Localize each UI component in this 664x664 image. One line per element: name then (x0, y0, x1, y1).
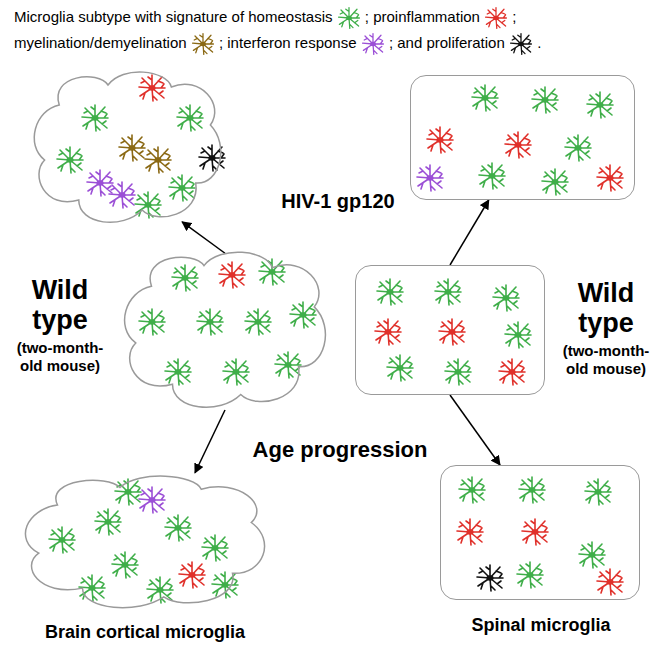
node-caption: Brain cortical microglia (20, 622, 270, 643)
microglia-icon (87, 170, 113, 196)
microglia-icon (522, 519, 548, 545)
microglia-icon (179, 562, 205, 588)
microglia-icon (435, 279, 461, 305)
sentence-end: . (537, 34, 541, 51)
microglia-icon (445, 359, 471, 385)
cloud-outline (30, 65, 225, 225)
microglia-icon (579, 542, 605, 568)
node-caption: Spinal microglia (441, 615, 641, 636)
microglia-icon (542, 169, 568, 195)
microglia-icon (585, 479, 611, 505)
microglia-icon (82, 105, 108, 131)
condition-heading: Spinal microglia (441, 615, 641, 636)
legend-text: ; and proliferation (389, 34, 505, 51)
microglia-icon (109, 182, 135, 208)
microglia-icon (172, 265, 198, 291)
microglia-icon (477, 565, 503, 591)
microglia-icon (519, 477, 545, 503)
brain-region (30, 65, 225, 225)
condition-heading: Brain cortical microglia (20, 622, 270, 643)
microglia-icon (212, 572, 238, 598)
node-caption: Wild type (two-month-old mouse) (554, 278, 658, 378)
microglia-icon (375, 319, 401, 345)
microglia-icon (223, 359, 249, 385)
microglia-icon (472, 85, 498, 111)
legend-text: Microglia subtype with signature of home… (14, 8, 333, 25)
microglia-icon (457, 519, 483, 545)
microglia-icon (169, 175, 195, 201)
microglia-icon (112, 552, 138, 578)
microglia-icon (427, 127, 453, 153)
condition-heading: Wild type (554, 278, 658, 338)
microglia-icon (119, 135, 145, 161)
condition-note: (two-month-old mouse) (8, 339, 112, 375)
microglia-icon (165, 515, 191, 541)
microglia-icon (532, 87, 558, 113)
treatment-label: HIV-1 gp120 (281, 190, 394, 213)
microglia-icon (479, 163, 505, 189)
spinal-region: Spinal microglia (440, 465, 640, 600)
brain-region: Brain cortical microglia (20, 470, 270, 610)
cloud-outline (20, 470, 270, 610)
arrow (450, 395, 500, 465)
microglia-icon (165, 359, 191, 385)
microglia-icon (493, 285, 519, 311)
microglia-icon (139, 309, 165, 335)
microglia-icon (597, 165, 623, 191)
node-caption: Wild type (two-month-old mouse) (8, 275, 112, 375)
legend-text: ; proinflammation (365, 8, 480, 25)
condition-note: (two-month-old mouse) (554, 342, 658, 378)
microglia-icon (197, 309, 223, 335)
legend-text: ; interferon response (219, 34, 357, 51)
microglia-icon (439, 319, 465, 345)
microglia-icon (377, 279, 403, 305)
microglia-icon (95, 509, 121, 535)
treatment-label: Age progression (253, 437, 428, 463)
microglia-icon (275, 352, 301, 378)
microglia-icon (587, 92, 613, 118)
microglia-icon (565, 135, 591, 161)
microglia-icon (597, 569, 623, 595)
microglia-icon (517, 562, 543, 588)
microglia-icon (219, 262, 245, 288)
legend-swatch (191, 32, 215, 56)
legend: Microglia subtype with signature of home… (14, 4, 654, 56)
microglia-icon (459, 477, 485, 503)
spinal-region: Wild type(two-month-old mouse) (355, 265, 545, 395)
legend-swatch (361, 32, 385, 56)
microglia-icon (290, 302, 316, 328)
arrow (195, 410, 225, 473)
microglia-icon (139, 75, 165, 101)
legend-swatch (484, 6, 508, 30)
microglia-icon (387, 355, 413, 381)
microglia-icon (417, 165, 443, 191)
microglia-icon (57, 147, 83, 173)
microglia-icon (49, 527, 75, 553)
microglia-icon (259, 259, 285, 285)
legend-swatch (337, 6, 361, 30)
microglia-icon (505, 132, 531, 158)
arrow (450, 200, 489, 265)
microglia-icon (139, 487, 165, 513)
legend-swatch (509, 32, 533, 56)
arrow (182, 222, 225, 253)
brain-region: Wild type(two-month-old mouse) (120, 245, 330, 410)
microglia-icon (505, 322, 531, 348)
microglia-icon (177, 105, 203, 131)
cloud-outline (120, 245, 330, 410)
microglia-icon (202, 535, 228, 561)
microglia-icon (245, 309, 271, 335)
spinal-region (410, 75, 635, 200)
microglia-icon (145, 147, 171, 173)
condition-heading: Wild type (8, 275, 112, 335)
microglia-icon (499, 359, 525, 385)
